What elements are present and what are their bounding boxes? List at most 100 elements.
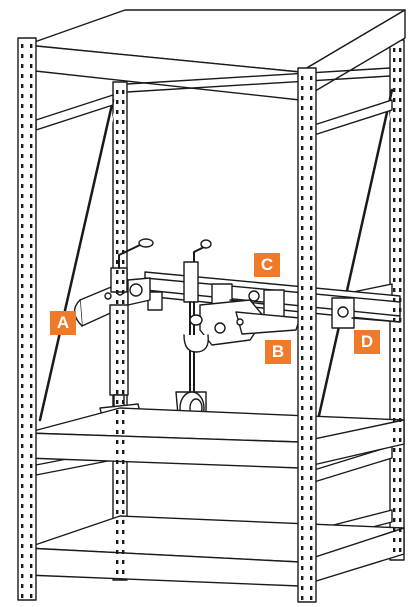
slot-hole xyxy=(122,510,125,514)
slot-hole xyxy=(30,394,33,398)
slot-hole xyxy=(122,280,125,284)
slot-hole xyxy=(21,224,24,228)
slot-hole xyxy=(393,188,396,192)
slot-hole xyxy=(122,350,125,354)
slot-hole xyxy=(21,504,24,508)
slot-hole xyxy=(399,488,402,492)
slot-hole xyxy=(30,84,33,88)
slot-hole xyxy=(393,468,396,472)
slot-hole xyxy=(30,404,33,408)
slot-hole xyxy=(30,324,33,328)
slot-hole xyxy=(399,528,402,532)
slot-hole xyxy=(301,376,304,380)
slot-hole xyxy=(399,288,402,292)
slot-hole xyxy=(30,374,33,378)
slot-hole xyxy=(116,460,119,464)
slot-hole xyxy=(393,168,396,172)
slot-hole xyxy=(393,228,396,232)
slot-hole xyxy=(393,48,396,52)
slot-hole xyxy=(399,388,402,392)
slot-hole xyxy=(399,468,402,472)
slot-hole xyxy=(116,310,119,314)
slot-hole xyxy=(21,444,24,448)
slot-hole xyxy=(21,374,24,378)
beam-clamps xyxy=(147,283,401,329)
slot-hole xyxy=(122,540,125,544)
slot-hole xyxy=(393,338,396,342)
slot-hole xyxy=(116,120,119,124)
slot-hole xyxy=(30,504,33,508)
slot-hole xyxy=(122,490,125,494)
slot-hole xyxy=(30,94,33,98)
slot-hole xyxy=(393,198,396,202)
slot-hole xyxy=(399,438,402,442)
slot-hole xyxy=(30,474,33,478)
slot-hole xyxy=(399,98,402,102)
slot-hole xyxy=(116,380,119,384)
slot-hole xyxy=(30,124,33,128)
slot-hole xyxy=(301,256,304,260)
slot-hole xyxy=(30,44,33,48)
slot-hole xyxy=(310,376,313,380)
slot-hole xyxy=(301,586,304,590)
slot-hole xyxy=(310,586,313,590)
slot-hole xyxy=(21,434,24,438)
slot-hole xyxy=(122,480,125,484)
slot-hole xyxy=(116,570,119,574)
slot-hole xyxy=(301,76,304,80)
slot-hole xyxy=(21,494,24,498)
slot-hole xyxy=(116,540,119,544)
slot-hole xyxy=(393,458,396,462)
slot-hole xyxy=(393,68,396,72)
slot-hole xyxy=(393,378,396,382)
slot-hole xyxy=(399,378,402,382)
slot-hole xyxy=(310,166,313,170)
slot-hole xyxy=(393,408,396,412)
slot-hole xyxy=(393,508,396,512)
slot-hole xyxy=(399,518,402,522)
slot-hole xyxy=(30,214,33,218)
slot-hole xyxy=(30,104,33,108)
slot-hole xyxy=(399,58,402,62)
slot-hole xyxy=(21,74,24,78)
slot-hole xyxy=(122,160,125,164)
slot-hole xyxy=(21,164,24,168)
slot-hole xyxy=(30,534,33,538)
slot-hole xyxy=(30,464,33,468)
slot-hole xyxy=(116,160,119,164)
slot-hole xyxy=(301,426,304,430)
slot-hole xyxy=(30,574,33,578)
slot-hole xyxy=(399,168,402,172)
slot-hole xyxy=(399,178,402,182)
slot-hole xyxy=(310,246,313,250)
slot-hole xyxy=(116,270,119,274)
slot-hole xyxy=(30,174,33,178)
slot-hole xyxy=(310,366,313,370)
slot-hole xyxy=(399,428,402,432)
slot-hole xyxy=(21,354,24,358)
slot-hole xyxy=(310,456,313,460)
slot-hole xyxy=(122,440,125,444)
slot-hole xyxy=(393,238,396,242)
slot-hole xyxy=(116,240,119,244)
slot-hole xyxy=(393,298,396,302)
slot-hole xyxy=(310,156,313,160)
slot-hole xyxy=(393,78,396,82)
slot-hole xyxy=(301,86,304,90)
slot-hole xyxy=(393,278,396,282)
slot-hole xyxy=(21,154,24,158)
slot-hole xyxy=(310,296,313,300)
slot-hole xyxy=(393,118,396,122)
slot-hole xyxy=(393,368,396,372)
slot-hole xyxy=(310,486,313,490)
slot-hole xyxy=(30,544,33,548)
slot-hole xyxy=(122,140,125,144)
slot-hole xyxy=(301,176,304,180)
slot-hole xyxy=(21,244,24,248)
slot-hole xyxy=(116,150,119,154)
slot-hole xyxy=(21,464,24,468)
slot-hole xyxy=(116,510,119,514)
slot-hole xyxy=(30,304,33,308)
slot-hole xyxy=(122,330,125,334)
slot-hole xyxy=(30,204,33,208)
